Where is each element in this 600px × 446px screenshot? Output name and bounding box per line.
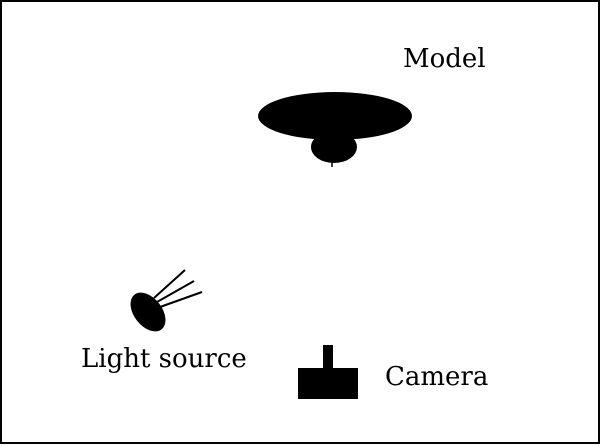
camera-icon — [298, 345, 358, 399]
light-source-label: Light source — [81, 344, 247, 374]
light-source-icon — [130, 269, 203, 332]
model-label: Model — [403, 44, 486, 74]
model-silhouette-icon — [258, 92, 412, 167]
camera-label: Camera — [385, 362, 489, 392]
